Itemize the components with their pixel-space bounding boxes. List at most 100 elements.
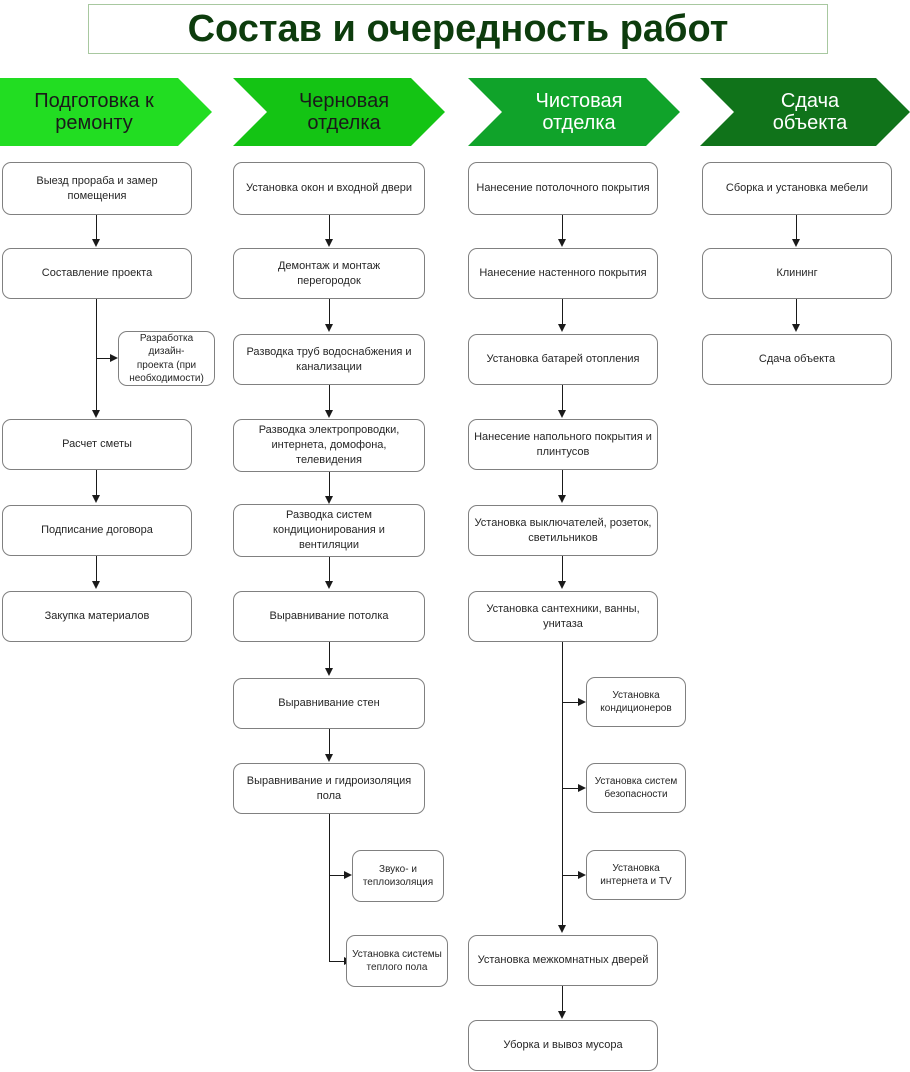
arrowhead bbox=[325, 239, 333, 247]
node-label: Составление проекта bbox=[41, 267, 153, 280]
connector-c3n4-c3n5 bbox=[562, 470, 563, 497]
arrowhead bbox=[325, 496, 333, 504]
node-c3n11[interactable]: Уборка и вывоз мусора bbox=[468, 1020, 658, 1071]
arrowhead bbox=[578, 698, 586, 706]
connector-c1n2-c1n4 bbox=[96, 299, 97, 412]
node-c2n4[interactable]: Разводка электропроводки, интернета, дом… bbox=[233, 419, 425, 472]
node-label: Расчет сметы bbox=[62, 438, 132, 451]
arrowhead bbox=[558, 925, 566, 933]
connector-branch-c3n8 bbox=[562, 788, 580, 789]
node-c3n7[interactable]: Установка кондиционеров bbox=[586, 677, 686, 727]
connector-branch-c3n9 bbox=[562, 875, 580, 876]
node-label: Выравнивание стен bbox=[278, 697, 380, 710]
phase-banner-preparation[interactable]: Подготовка к ремонту bbox=[0, 78, 212, 146]
connector-branch-c1n3 bbox=[96, 358, 112, 359]
connector-branch-c2n9 bbox=[329, 875, 346, 876]
node-c3n10[interactable]: Установка межкомнатных дверей bbox=[468, 935, 658, 986]
arrowhead bbox=[578, 784, 586, 792]
connector-c1n4-c1n5 bbox=[96, 470, 97, 497]
connector-c2n6-c2n7 bbox=[329, 642, 330, 670]
node-c3n8[interactable]: Установка систем безопасности bbox=[586, 763, 686, 813]
node-label: Звуко- и теплоизоляция bbox=[362, 863, 434, 889]
node-label: Сдача объекта bbox=[758, 353, 836, 366]
phase-banner-label: Сдача объекта bbox=[772, 89, 848, 134]
arrowhead bbox=[558, 495, 566, 503]
node-label: Клининг bbox=[776, 267, 818, 280]
node-c4n1[interactable]: Сборка и установка мебели bbox=[702, 162, 892, 215]
connector-c2n7-c2n8 bbox=[329, 729, 330, 756]
node-c2n3[interactable]: Разводка труб водоснабжения и канализаци… bbox=[233, 334, 425, 385]
arrowhead bbox=[92, 410, 100, 418]
node-label: Установка выключателей, розеток, светиль… bbox=[474, 516, 652, 544]
node-label: Выравнивание и гидроизоляция пола bbox=[246, 774, 412, 802]
node-label: Установка межкомнатных дверей bbox=[477, 954, 649, 967]
connector-c2n2-c2n3 bbox=[329, 299, 330, 326]
connector-c3n1-c3n2 bbox=[562, 215, 563, 241]
node-label: Нанесение напольного покрытия и плинтусо… bbox=[474, 430, 652, 458]
node-c4n2[interactable]: Клининг bbox=[702, 248, 892, 299]
diagram-title-box: Состав и очередность работ bbox=[88, 4, 828, 54]
node-label: Выезд прораба и замер помещения bbox=[36, 174, 158, 202]
connector-c3n3-c3n4 bbox=[562, 385, 563, 412]
arrowhead bbox=[92, 239, 100, 247]
node-c3n5[interactable]: Установка выключателей, розеток, светиль… bbox=[468, 505, 658, 556]
node-c1n3[interactable]: Разработка дизайн- проекта (при необходи… bbox=[118, 331, 215, 386]
connector-c4n2-c4n3 bbox=[796, 299, 797, 326]
node-label: Установка окон и входной двери bbox=[246, 182, 412, 195]
phase-banner-fine-finishing[interactable]: Чистовая отделка bbox=[468, 78, 680, 146]
node-label: Разработка дизайн- проекта (при необходи… bbox=[129, 332, 204, 385]
arrowhead bbox=[92, 495, 100, 503]
phase-banner-rough-finishing[interactable]: Черновая отделка bbox=[233, 78, 445, 146]
arrowhead bbox=[792, 239, 800, 247]
node-c3n1[interactable]: Нанесение потолочного покрытия bbox=[468, 162, 658, 215]
phase-banner-handover[interactable]: Сдача объекта bbox=[700, 78, 910, 146]
node-c3n3[interactable]: Установка батарей отопления bbox=[468, 334, 658, 385]
connector-c2n8-branches bbox=[329, 814, 330, 962]
phase-banner-label: Черновая отделка bbox=[298, 89, 390, 134]
node-label: Установка интернета и TV bbox=[600, 862, 672, 888]
node-c3n2[interactable]: Нанесение настенного покрытия bbox=[468, 248, 658, 299]
node-c2n7[interactable]: Выравнивание стен bbox=[233, 678, 425, 729]
node-c2n10[interactable]: Установка системы теплого пола bbox=[346, 935, 448, 987]
connector-c3n10-c3n11 bbox=[562, 986, 563, 1013]
node-c2n9[interactable]: Звуко- и теплоизоляция bbox=[352, 850, 444, 902]
node-c1n6[interactable]: Закупка материалов bbox=[2, 591, 192, 642]
arrowhead bbox=[344, 871, 352, 879]
arrowhead bbox=[578, 871, 586, 879]
arrowhead bbox=[325, 754, 333, 762]
node-c2n5[interactable]: Разводка систем кондиционирования и вент… bbox=[233, 504, 425, 557]
node-c1n4[interactable]: Расчет сметы bbox=[2, 419, 192, 470]
node-c3n9[interactable]: Установка интернета и TV bbox=[586, 850, 686, 900]
node-label: Установка кондиционеров bbox=[600, 689, 672, 715]
node-c1n5[interactable]: Подписание договора bbox=[2, 505, 192, 556]
connector-c1n1-c1n2 bbox=[96, 215, 97, 241]
node-label: Установка системы теплого пола bbox=[352, 948, 442, 974]
connector-c4n1-c4n2 bbox=[796, 215, 797, 241]
node-label: Установка сантехники, ванны, унитаза bbox=[486, 602, 640, 630]
node-label: Выравнивание потолка bbox=[269, 610, 389, 623]
arrowhead bbox=[325, 668, 333, 676]
connector-c3n6-c3n10 bbox=[562, 642, 563, 927]
phase-banner-label: Чистовая отделка bbox=[535, 89, 623, 134]
node-c3n4[interactable]: Нанесение напольного покрытия и плинтусо… bbox=[468, 419, 658, 470]
node-c2n6[interactable]: Выравнивание потолка bbox=[233, 591, 425, 642]
node-c1n2[interactable]: Составление проекта bbox=[2, 248, 192, 299]
connector-branch-c3n7 bbox=[562, 702, 580, 703]
node-label: Демонтаж и монтаж перегородок bbox=[277, 259, 381, 287]
node-c2n2[interactable]: Демонтаж и монтаж перегородок bbox=[233, 248, 425, 299]
node-c3n6[interactable]: Установка сантехники, ванны, унитаза bbox=[468, 591, 658, 642]
arrowhead bbox=[558, 324, 566, 332]
node-label: Разводка труб водоснабжения и канализаци… bbox=[246, 345, 412, 373]
arrowhead bbox=[325, 324, 333, 332]
node-label: Закупка материалов bbox=[44, 610, 150, 623]
node-label: Нанесение потолочного покрытия bbox=[476, 182, 650, 195]
node-c2n8[interactable]: Выравнивание и гидроизоляция пола bbox=[233, 763, 425, 814]
node-c4n3[interactable]: Сдача объекта bbox=[702, 334, 892, 385]
node-label: Разводка систем кондиционирования и вент… bbox=[273, 509, 385, 551]
node-c1n1[interactable]: Выезд прораба и замер помещения bbox=[2, 162, 192, 215]
node-c2n1[interactable]: Установка окон и входной двери bbox=[233, 162, 425, 215]
connector-c1n5-c1n6 bbox=[96, 556, 97, 583]
node-label: Подписание договора bbox=[41, 524, 153, 537]
connector-c3n5-c3n6 bbox=[562, 556, 563, 583]
connector-branch-c2n10 bbox=[329, 961, 346, 962]
